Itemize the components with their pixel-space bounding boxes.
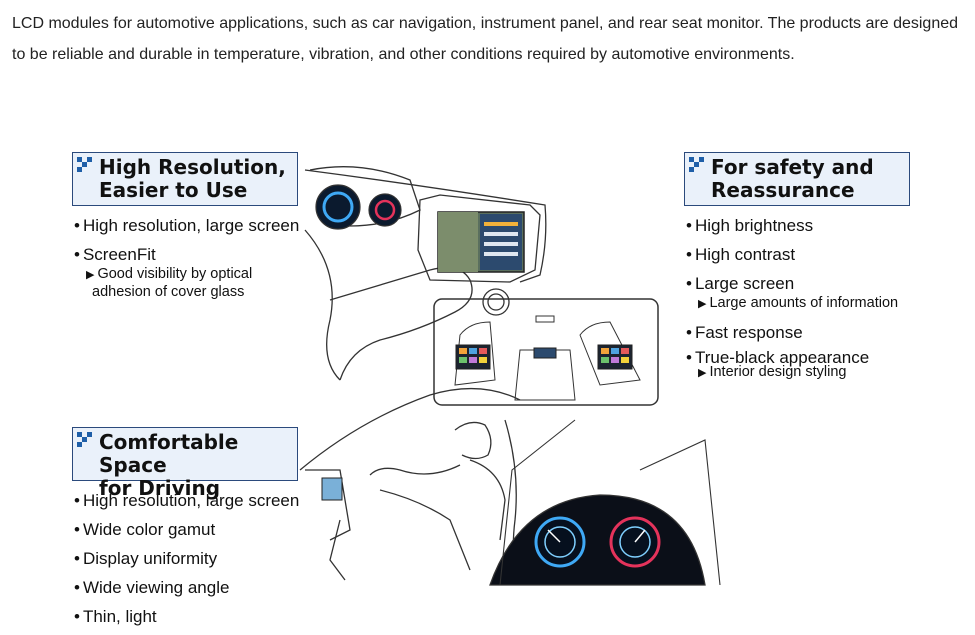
driver-side-screen — [321, 477, 343, 501]
safety-heading: For safety and Reassurance — [684, 152, 910, 206]
list-item: High resolution, large screen — [74, 215, 299, 244]
list-sub-item: ▶Interior design styling — [698, 364, 847, 380]
list-item: High resolution, large screen — [74, 490, 299, 519]
list-sub-item: adhesion of cover glass — [92, 284, 245, 300]
comfortable-heading: Comfortable Space for Driving — [72, 427, 298, 500]
checker-flag-icon — [77, 157, 92, 172]
list-item: Wide color gamut — [74, 519, 299, 548]
high-resolution-title-line2: Easier to Use — [99, 178, 248, 202]
triangle-right-icon: ▶ — [698, 367, 707, 379]
list-item: True-black appearance — [686, 347, 898, 371]
high-resolution-heading: High Resolution, Easier to Use — [72, 152, 298, 206]
safety-title-line2: Reassurance — [711, 178, 855, 202]
list-item: Large screen — [686, 273, 898, 302]
list-sub-item: ▶Good visibility by optical — [86, 266, 253, 282]
rear-monitor-screens — [455, 344, 633, 370]
list-item: Thin, light — [74, 606, 299, 635]
bottom-instrument-cluster — [489, 419, 721, 586]
navigation-screen — [437, 211, 525, 273]
safety-list: High brightness High contrast Large scre… — [686, 215, 898, 382]
list-item: Fast response — [686, 322, 898, 347]
checker-flag-icon — [77, 432, 92, 447]
list-item: Wide viewing angle — [74, 577, 299, 606]
triangle-right-icon: ▶ — [86, 269, 95, 281]
intro-paragraph: LCD modules for automotive applications,… — [12, 15, 959, 63]
checker-flag-icon — [689, 157, 704, 172]
high-resolution-title-line1: High Resolution, — [99, 155, 286, 179]
list-sub-item: ▶Large amounts of information — [698, 295, 899, 311]
comfortable-list: High resolution, large screen Wide color… — [74, 490, 299, 635]
list-item: Display uniformity — [74, 548, 299, 577]
list-item: ScreenFit — [74, 244, 299, 273]
instrument-cluster-gauges — [315, 184, 402, 230]
dashboard-illustration — [304, 166, 547, 381]
list-item: High contrast — [686, 244, 898, 273]
comfortable-title-line1: Comfortable Space — [99, 430, 239, 477]
triangle-right-icon: ▶ — [698, 298, 707, 310]
safety-title-line1: For safety and — [711, 155, 874, 179]
rear-seat-panel — [433, 298, 659, 406]
high-resolution-list: High resolution, large screen ScreenFit … — [74, 215, 299, 301]
list-item: High brightness — [686, 215, 898, 244]
